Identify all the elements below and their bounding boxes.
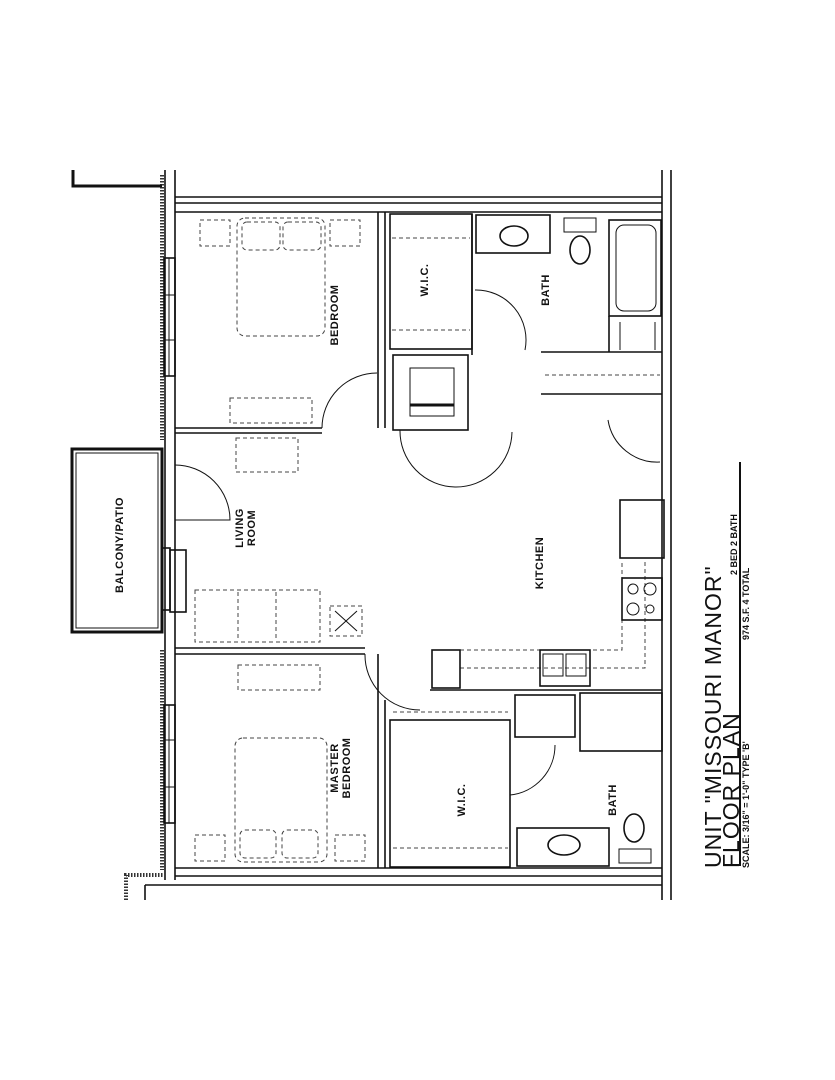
exterior-walls [124,170,672,900]
balcony-patio-outline [70,447,164,634]
door-swings [174,289,661,796]
scale-line: SCALE: 3/16" = 1'-0" TYPE 'B' [741,741,751,868]
furniture [194,217,366,863]
label-bedroom: BEDROOM [329,284,341,346]
label-master-bedroom-line2: BEDROOM [341,737,353,799]
label-living-room-line1: LIVING [234,508,246,548]
kitchen-fixtures [431,499,665,689]
windows [161,257,187,824]
label-balcony-patio: BALCONY/PATIO [114,497,126,593]
label-wic-top: W.I.C. [419,263,431,297]
top-balcony-railing [71,170,162,188]
label-bath-bottom: BATH [607,784,619,816]
label-living-room: LIVING ROOM [234,508,258,548]
label-wic-bottom: W.I.C. [456,783,468,817]
label-kitchen: KITCHEN [534,536,546,590]
interior-walls [175,212,663,868]
label-bath-top: BATH [540,274,552,306]
unit-totals: 974 S.F. 4 TOTAL [741,567,751,640]
unit-summary: 2 BED 2 BATH [729,514,739,575]
label-master-bedroom: MASTER BEDROOM [329,738,353,799]
label-master-bedroom-line1: MASTER [329,743,341,793]
label-living-room-line2: ROOM [246,509,258,547]
